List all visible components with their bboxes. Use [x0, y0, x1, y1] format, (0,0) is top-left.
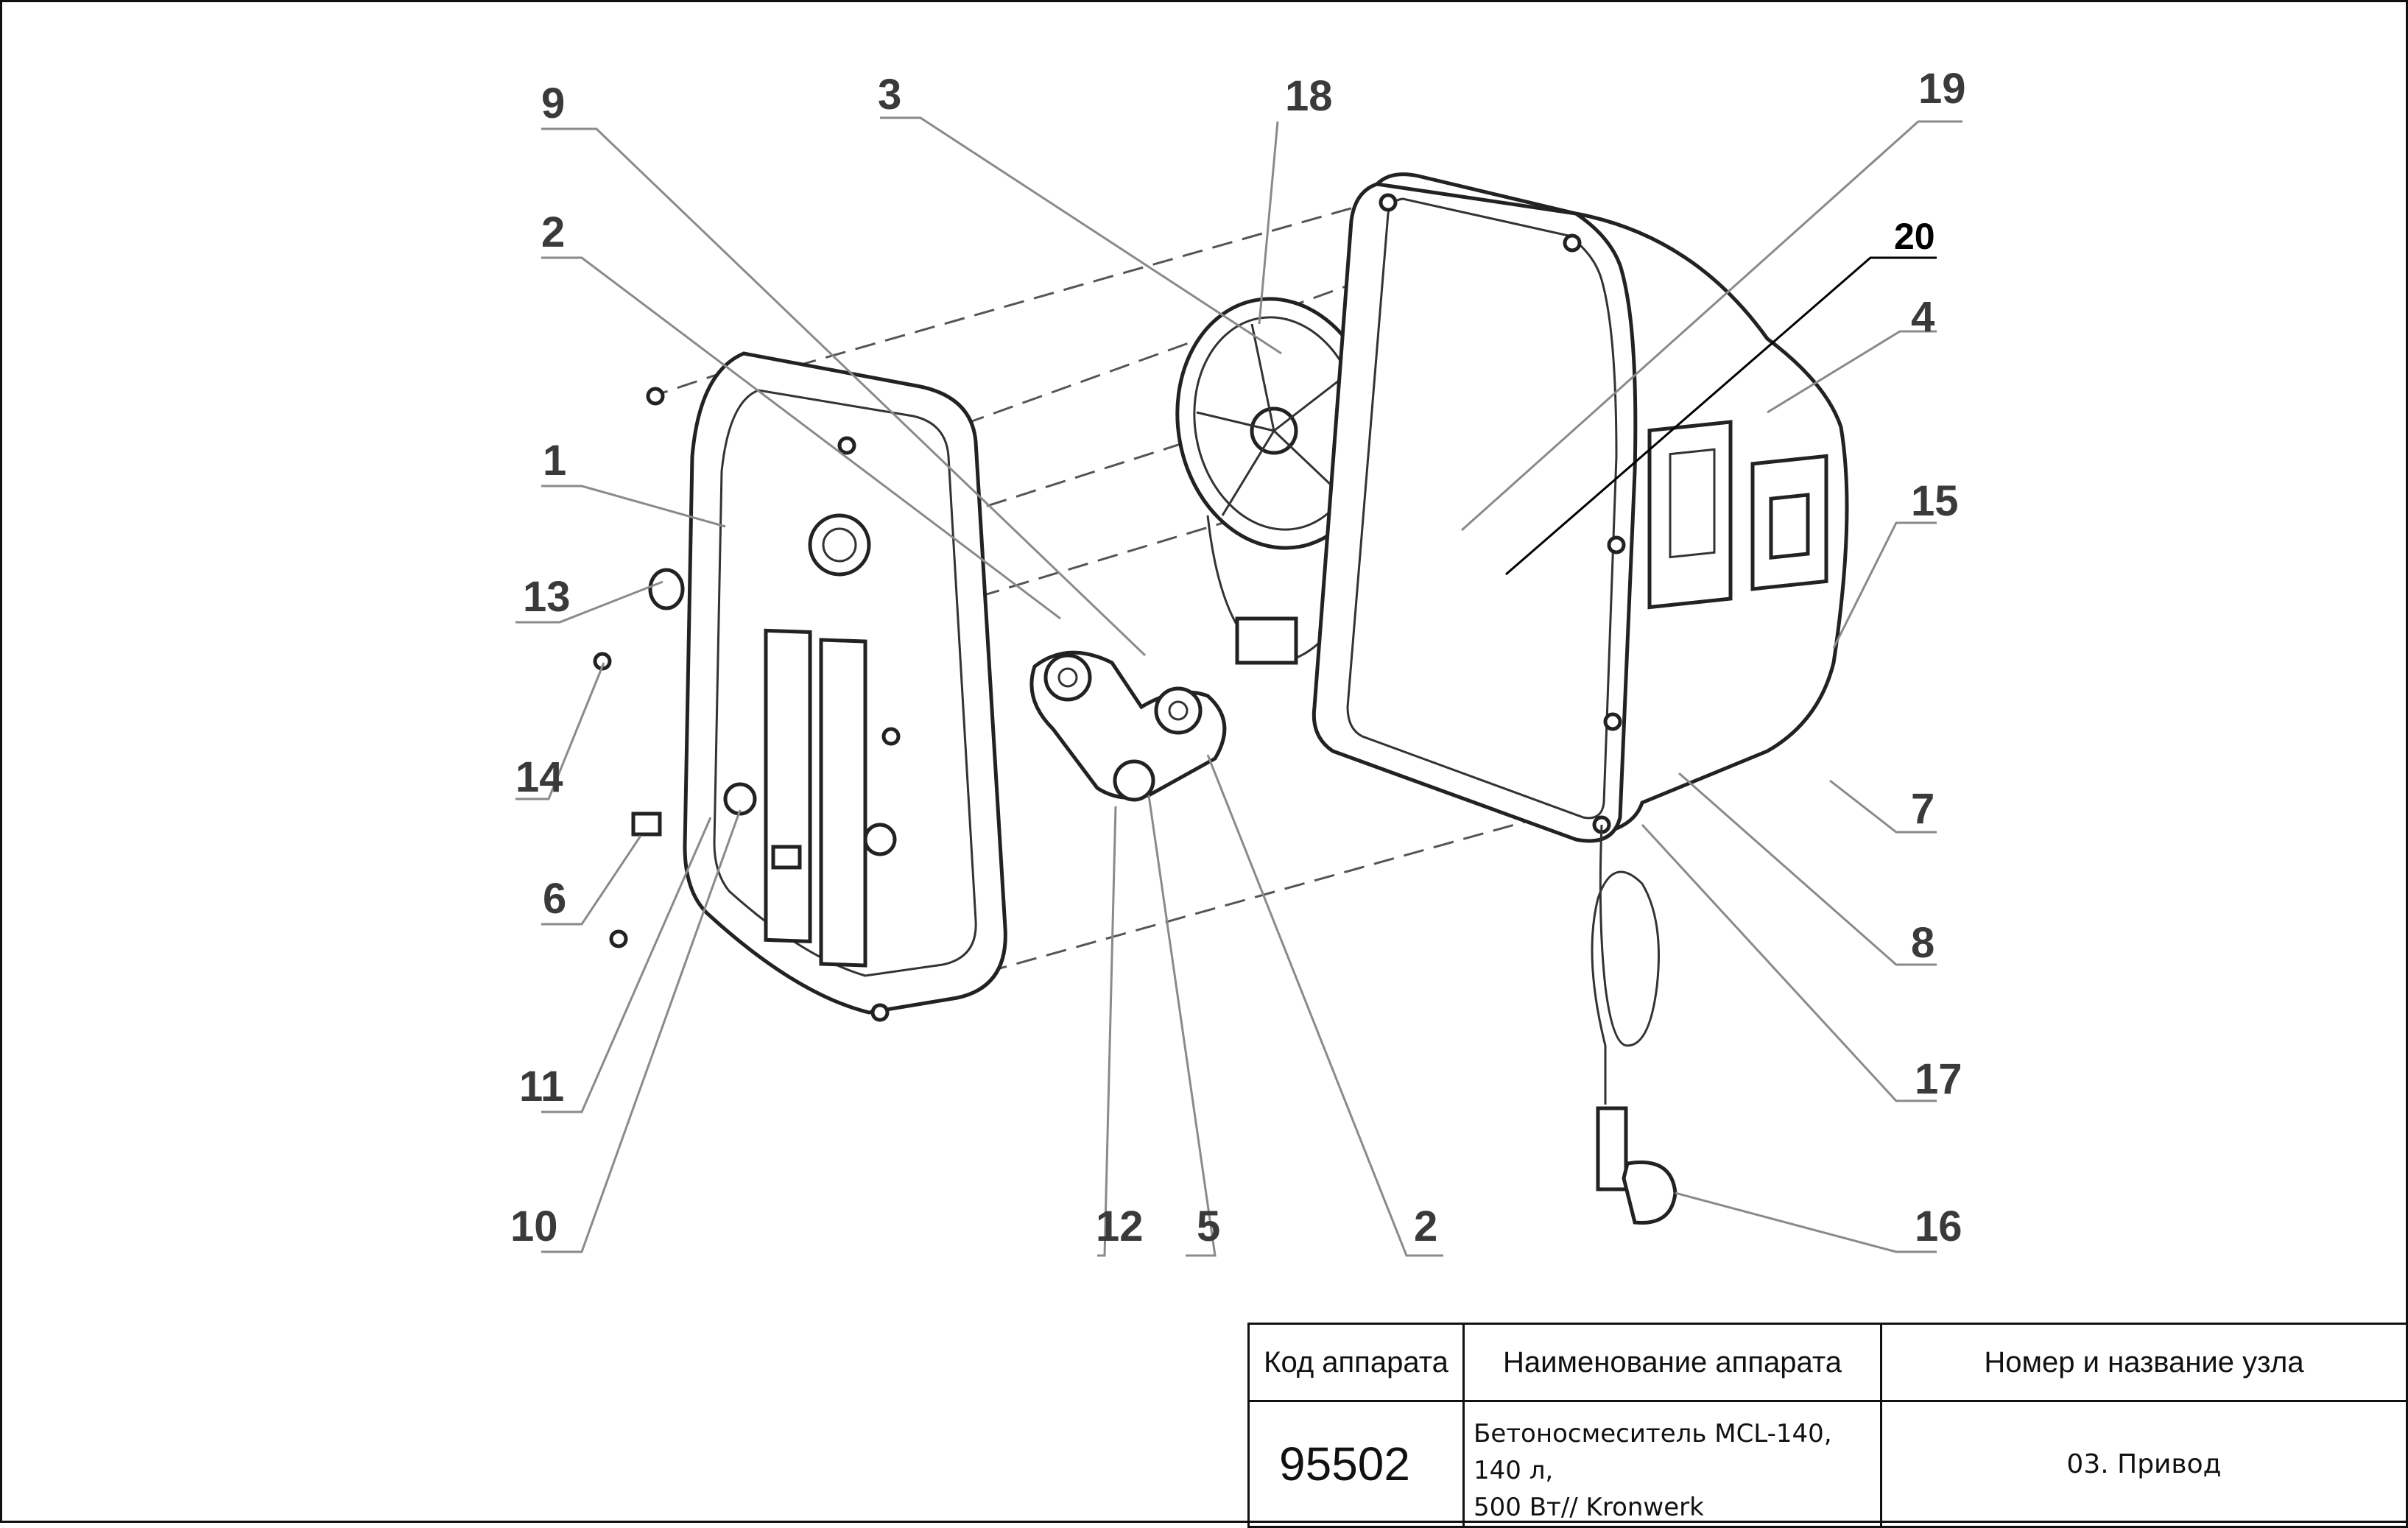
callout-6: 6: [543, 875, 566, 923]
callout-8: 8: [1911, 919, 1935, 967]
callout-18: 18: [1285, 72, 1333, 120]
callout-14: 14: [515, 753, 563, 801]
screws: [593, 387, 901, 1022]
callout-4: 4: [1911, 293, 1935, 341]
callout-labels: 9 3 18 19 20 2 4 1 15 13 14 7 6 8 11 17 …: [510, 65, 1966, 1250]
callout-20: 20: [1894, 216, 1935, 257]
callout-2-top: 2: [541, 208, 565, 256]
callout-15: 15: [1911, 477, 1959, 525]
cover-plate: [648, 351, 1007, 1015]
power-cable: [1591, 824, 1677, 1225]
header-name: Наименование аппарата: [1462, 1323, 1882, 1402]
callout-19: 19: [1918, 65, 1966, 113]
device-name-line1: Бетоносмеситель MCL-140, 140 л,: [1474, 1419, 1832, 1485]
callout-10: 10: [510, 1203, 558, 1250]
callout-17: 17: [1915, 1055, 1962, 1103]
leader-lines: [515, 116, 1962, 1257]
header-node: Номер и название узла: [1880, 1323, 2408, 1402]
callout-3: 3: [878, 71, 901, 119]
callout-13: 13: [523, 573, 571, 621]
device-code: 95502: [1247, 1400, 1465, 1528]
node-name: 03. Привод: [1880, 1400, 2408, 1528]
callout-2-bottom: 2: [1414, 1203, 1437, 1250]
callout-5: 5: [1197, 1203, 1220, 1250]
device-name: Бетоносмеситель MCL-140, 140 л, 500 Вт//…: [1462, 1400, 1882, 1528]
callout-7: 7: [1911, 785, 1935, 833]
callout-11: 11: [519, 1063, 564, 1110]
callout-16: 16: [1915, 1203, 1962, 1250]
header-code: Код аппарата: [1247, 1323, 1465, 1402]
motor-housing: [1312, 172, 1849, 843]
device-name-line2: 500 Вт// Kronwerk: [1474, 1493, 1704, 1522]
pulley-with-belt: [1175, 297, 1380, 665]
callout-12: 12: [1096, 1203, 1144, 1250]
title-block-table: Код аппарата Наименование аппарата Номер…: [1247, 1323, 2408, 1528]
callout-9: 9: [541, 80, 565, 127]
callout-1: 1: [543, 437, 566, 485]
switch-box: [1647, 420, 1828, 610]
bearing-bracket: [1029, 650, 1227, 802]
